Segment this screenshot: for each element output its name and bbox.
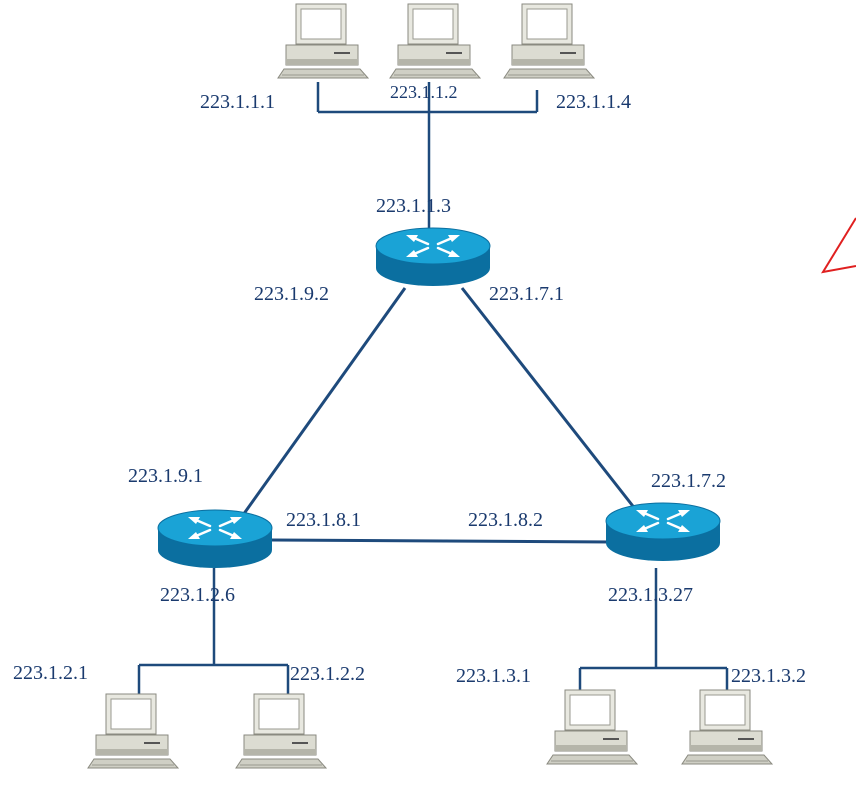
ip-label: 223.1.9.1 (128, 465, 203, 487)
ip-label: 223.1.1.3 (376, 195, 451, 217)
ip-label: 223.1.2.1 (13, 662, 88, 684)
ip-label: 223.1.8.1 (286, 509, 361, 531)
desktop-computer-icon[interactable] (277, 3, 369, 79)
ip-label: 223.1.1.4 (556, 91, 631, 113)
ip-label: 223.1.8.2 (468, 509, 543, 531)
desktop-computer-icon[interactable] (235, 693, 327, 769)
red-triangle-fragment (820, 217, 856, 274)
link-r1-r2 (241, 287, 407, 516)
ip-label: 223.1.3.1 (456, 665, 531, 687)
desktop-computer-icon[interactable] (87, 693, 179, 769)
ip-label: 223.1.7.2 (651, 470, 726, 492)
ip-label: 223.1.9.2 (254, 283, 329, 305)
ip-label: 223.1.3.2 (731, 665, 806, 687)
desktop-computer-icon[interactable] (546, 689, 638, 765)
ip-label: 223.1.1.2 (390, 82, 458, 102)
ip-label: 223.1.1.1 (200, 91, 275, 113)
ip-label: 223.1.3.27 (608, 584, 693, 606)
desktop-computer-icon[interactable] (503, 3, 595, 79)
ip-label: 223.1.2.2 (290, 663, 365, 685)
link-r2-r3 (271, 538, 613, 544)
desktop-computer-icon[interactable] (389, 3, 481, 79)
ip-label: 223.1.2.6 (160, 584, 235, 606)
desktop-computer-icon[interactable] (681, 689, 773, 765)
ip-label: 223.1.7.1 (489, 283, 564, 305)
router-icon[interactable] (604, 501, 722, 563)
link-r1-r3 (460, 287, 638, 511)
router-icon[interactable] (156, 508, 274, 570)
router-icon[interactable] (374, 226, 492, 288)
